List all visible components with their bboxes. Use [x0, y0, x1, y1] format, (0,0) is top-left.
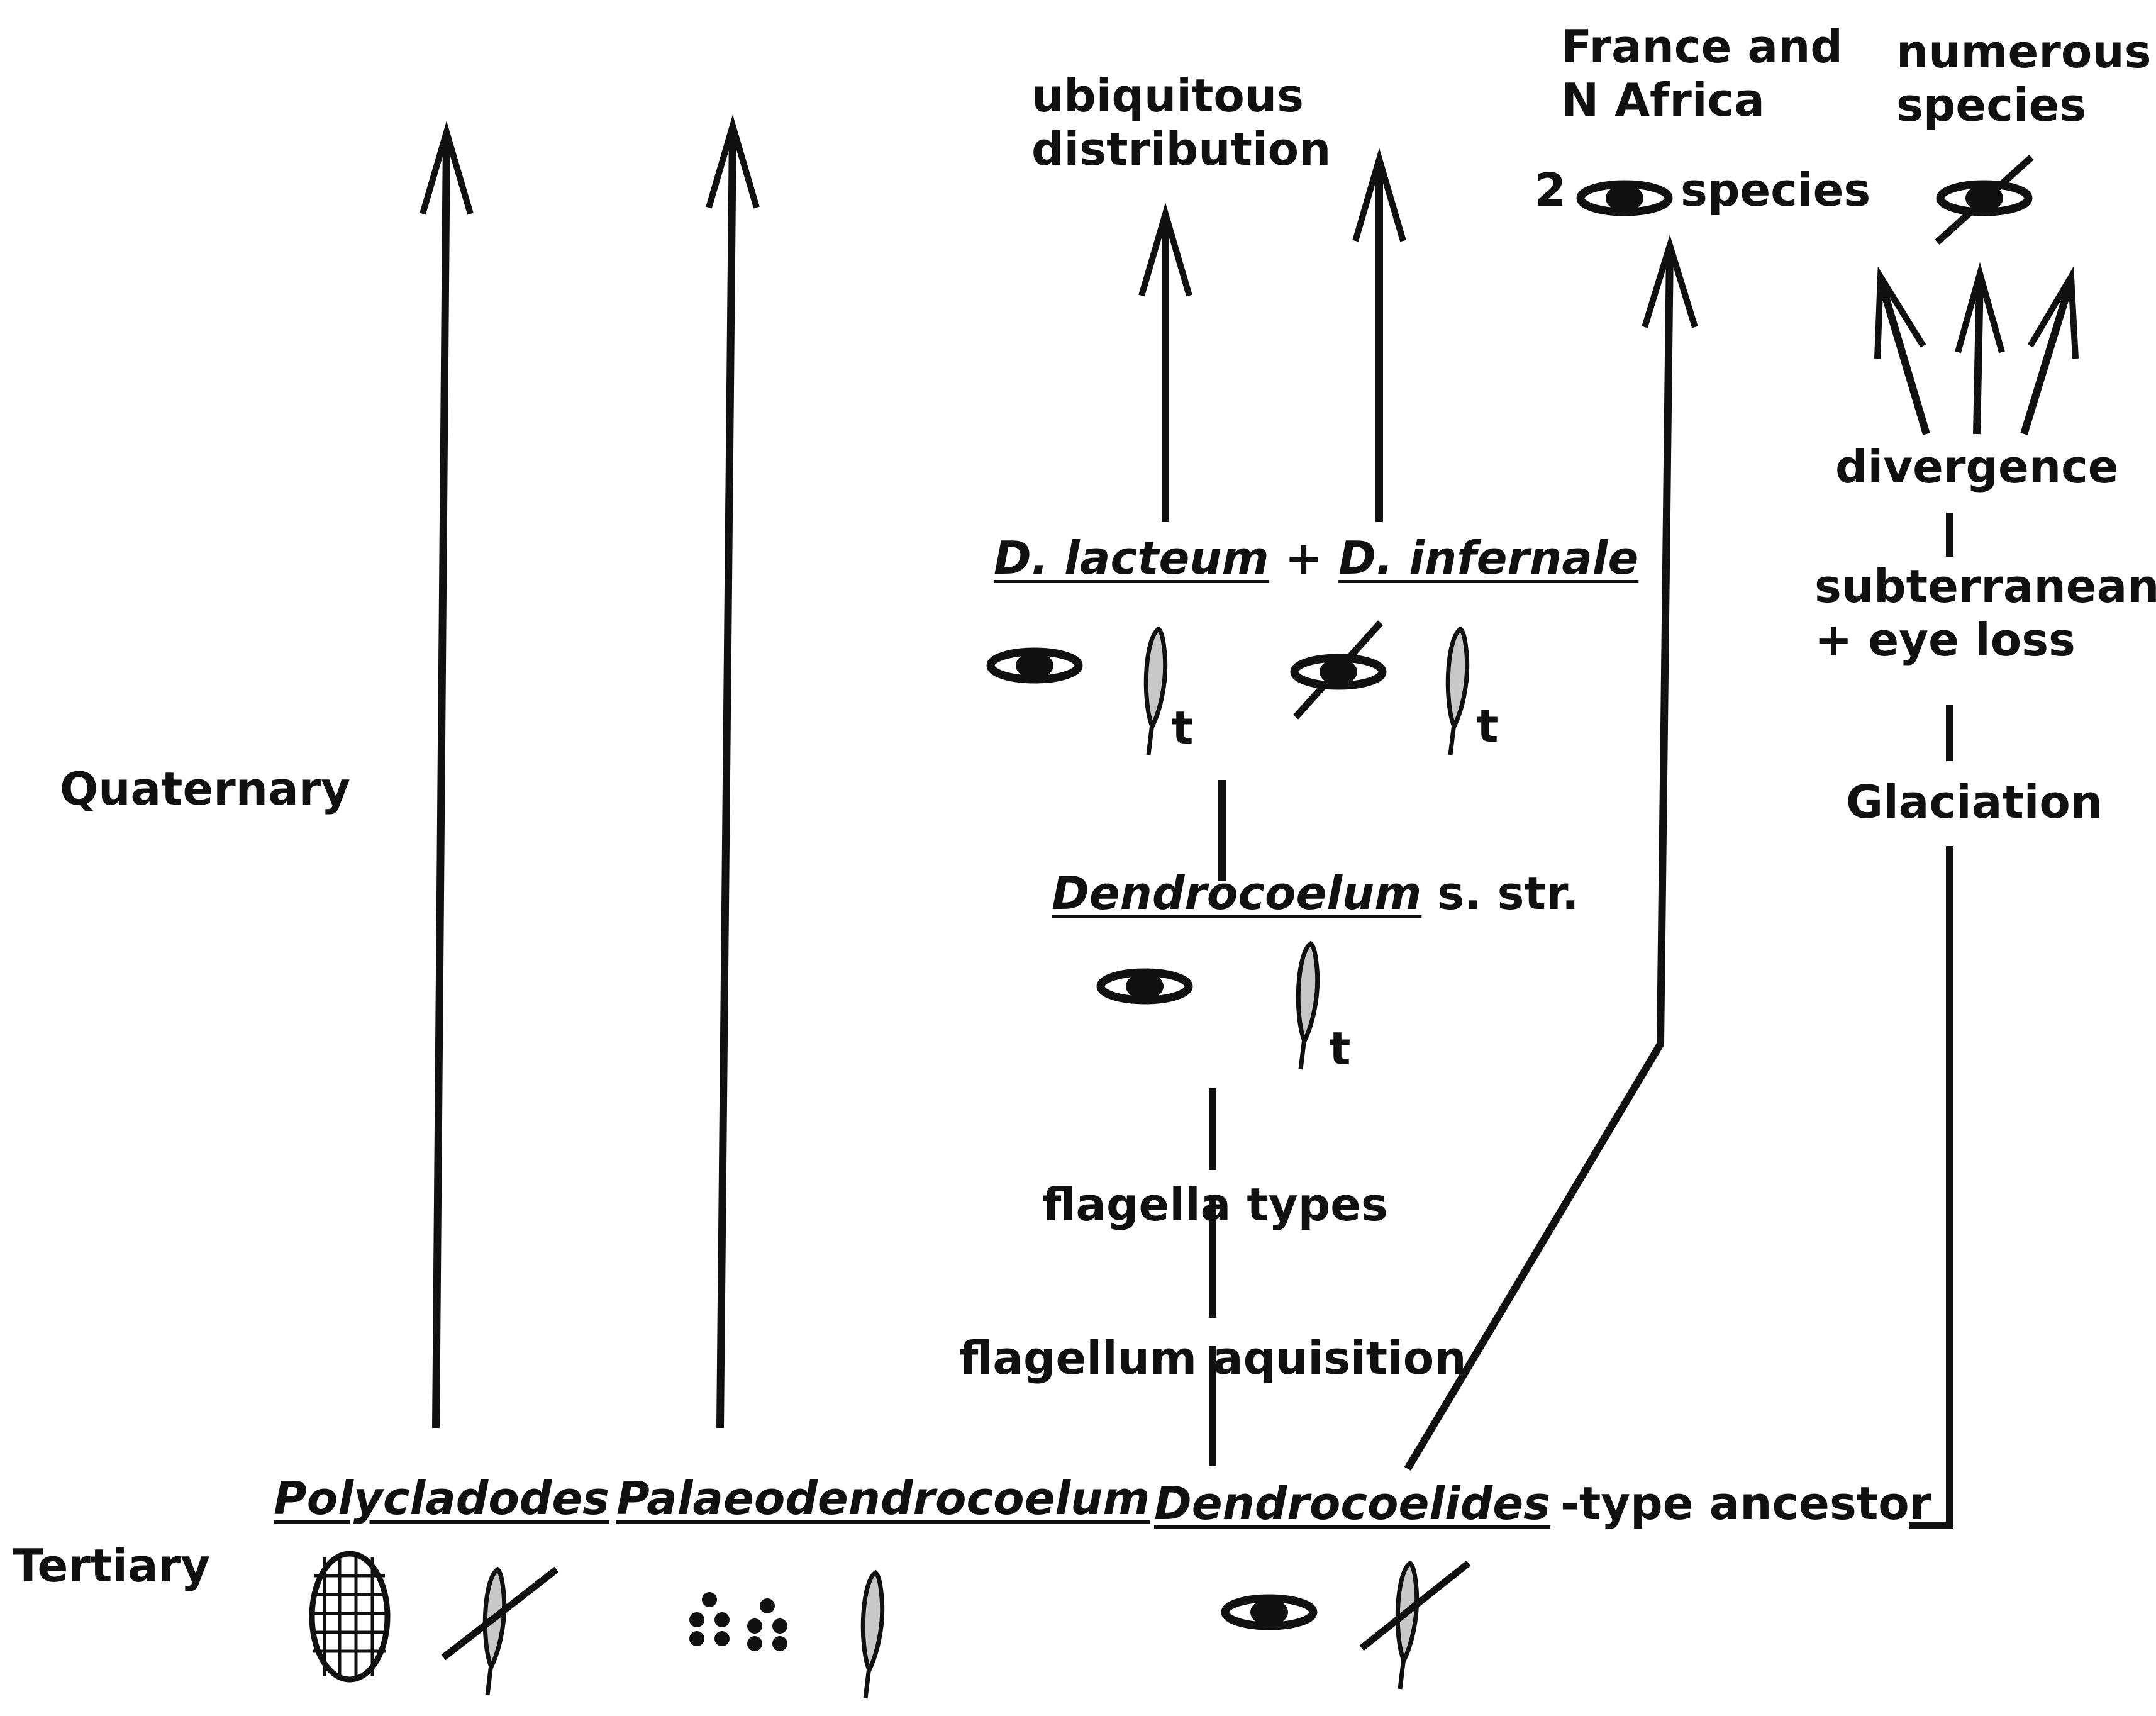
- france-species-count: 2: [1535, 164, 1567, 216]
- dendrocoelides-name: Dendrocoelides: [1154, 1477, 1550, 1530]
- subterranean-line-1: subterranean: [1814, 560, 2156, 613]
- france-africa-label: France and N Africa: [1561, 20, 1843, 127]
- testis-absent-strike: [441, 1566, 559, 1661]
- subterranean-eye-loss-label: subterranean + eye loss: [1814, 560, 2156, 667]
- testis-icon: [1298, 944, 1317, 1069]
- france-line-2: N Africa: [1561, 73, 1765, 126]
- testis-absent-strike: [1359, 1560, 1471, 1651]
- polycladodes-label: Polycladodes: [274, 1472, 610, 1525]
- france-branch-line: [1404, 248, 1674, 1471]
- testis-marker-t: t: [1477, 699, 1499, 752]
- palaeodendrocoelum-lineage-arrow: [716, 128, 736, 1429]
- d-infernale-name: D. infernale: [1338, 532, 1639, 584]
- subterranean-line-2: + eye loss: [1814, 613, 2075, 666]
- divergence-middle-arrowhead: [1955, 262, 2005, 354]
- sensu-stricto-text: s. str.: [1437, 867, 1579, 920]
- france-line-1: France and: [1561, 20, 1843, 73]
- divergence-left-arrow: [1877, 279, 1930, 435]
- ubiquitous-distribution-label: ubiquitous distribution: [1031, 69, 1331, 176]
- testis-marker-t: t: [1172, 701, 1194, 754]
- polycladodes-arrowhead: [420, 121, 474, 215]
- testis-marker-t: t: [1329, 1022, 1351, 1075]
- flagellum-acquisition-label: flagellum aquisition: [959, 1332, 1467, 1384]
- divergence-middle-arrow: [1973, 276, 1984, 435]
- palaeodendrocoelum-arrowhead: [706, 114, 760, 209]
- testis-icon: [1448, 629, 1467, 755]
- testis-icon: [1146, 629, 1165, 755]
- dotted-cluster-icon: [689, 1592, 787, 1651]
- eye-icon: [1225, 1598, 1313, 1626]
- eye-absent-strike: [1292, 620, 1384, 720]
- ubiquitous-line-1: ubiquitous: [1031, 69, 1304, 122]
- reticulate-intestine-icon: [309, 1551, 391, 1683]
- divergence-label: divergence: [1835, 440, 2119, 493]
- type-ancestor-text: -type ancestor: [1560, 1477, 1932, 1530]
- ancestor-bracket-line: [1909, 846, 1953, 1529]
- ubiquitous-line-2: distribution: [1031, 122, 1331, 176]
- eye-icon: [1101, 972, 1189, 1000]
- dendrocoelides-ancestor-label: Dendrocoelides-type ancestor: [1154, 1477, 1931, 1530]
- polycladodes-lineage-arrow: [432, 135, 450, 1429]
- eye-icon: [991, 652, 1079, 679]
- eye-absent-strike: [1935, 154, 2034, 245]
- dendrocoelum-name: Dendrocoelum: [1052, 867, 1422, 920]
- species-pair-label: D. lacteum + D. infernale: [994, 532, 1638, 585]
- testis-absent-icon: [1398, 1563, 1416, 1689]
- france-species-label: species: [1681, 164, 1871, 216]
- eye-icon: [1581, 184, 1669, 212]
- numerous-line-2: species: [1896, 78, 2087, 131]
- testis-icon: [863, 1573, 882, 1698]
- numerous-line-1: numerous: [1896, 25, 2152, 78]
- france-branch-arrowhead: [1642, 234, 1698, 328]
- d-lacteum-arrowhead: [1138, 203, 1192, 297]
- tertiary-label: Tertiary: [13, 1539, 211, 1592]
- palaeodendrocoelum-label: Palaeodendrocoelum: [616, 1472, 1150, 1525]
- plus-sign: +: [1284, 532, 1323, 584]
- glaciation-label: Glaciation: [1846, 776, 2103, 828]
- quaternary-label: Quaternary: [60, 762, 351, 815]
- divergence-right-arrowhead: [2027, 266, 2079, 359]
- dendrocoelum-sstr-label: Dendrocoelum s. str.: [1052, 867, 1579, 920]
- testis-absent-icon: [485, 1569, 504, 1695]
- numerous-species-label: numerous species: [1896, 25, 2151, 132]
- d-infernale-arrowhead: [1352, 148, 1406, 242]
- d-lacteum-name: D. lacteum: [994, 532, 1269, 584]
- divergence-left-arrowhead: [1874, 266, 1926, 359]
- flagella-types-label: flagella types: [1042, 1178, 1388, 1231]
- divergence-right-arrow: [2020, 279, 2075, 435]
